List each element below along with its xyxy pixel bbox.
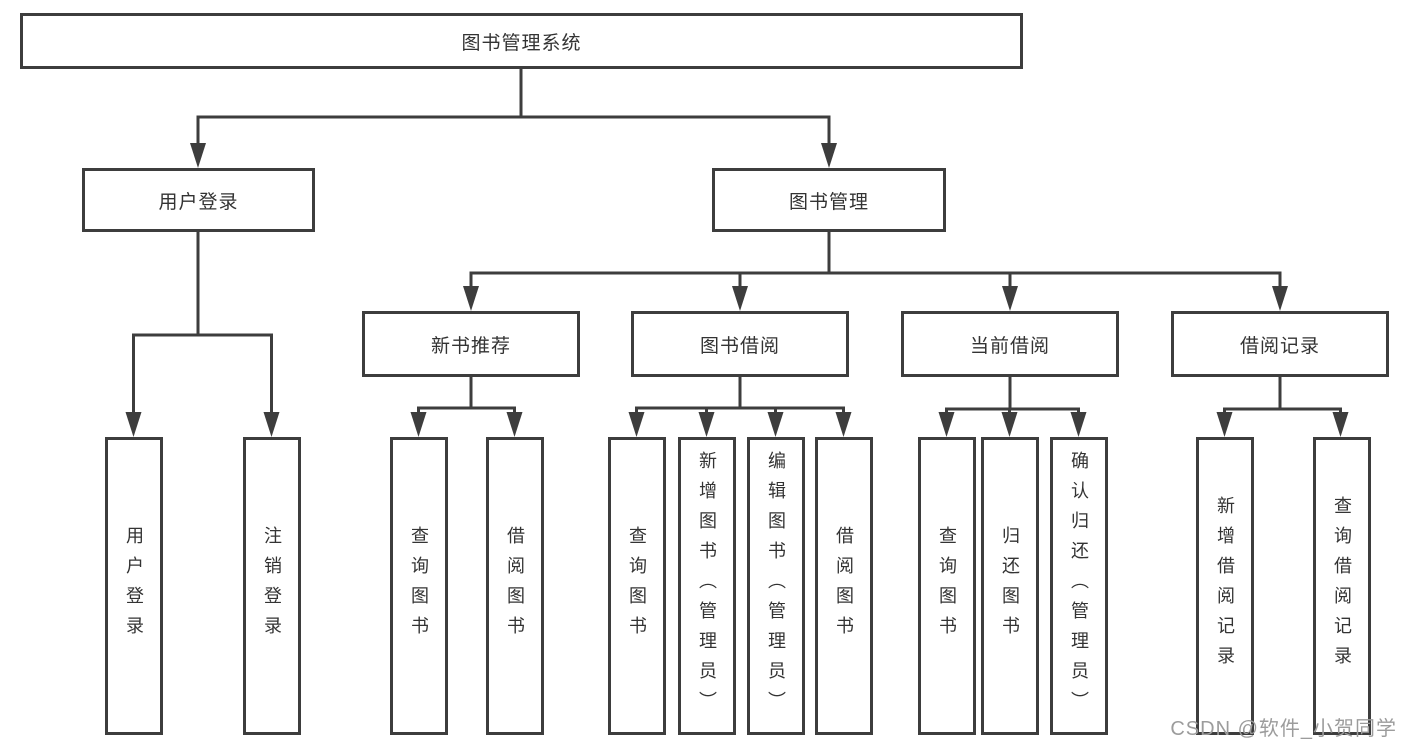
node-root-label: 图书管理系统 xyxy=(461,32,582,54)
leaf-confirm-return-admin: 确认归还（管理员） xyxy=(1050,437,1108,735)
leaf-edit-books-admin: 编辑图书（管理员） xyxy=(747,437,805,735)
leaf-query-books-recommend: 查询图书 xyxy=(390,437,448,735)
leaf-add-books-admin: 新增图书（管理员） xyxy=(678,437,736,735)
leaf-query-borrow-record: 查询借阅记录 xyxy=(1313,437,1371,735)
node-book-management: 图书管理 xyxy=(712,168,946,232)
node-root: 图书管理系统 xyxy=(20,13,1023,69)
leaf-logout: 注销登录 xyxy=(243,437,301,735)
node-book-borrow-label: 图书借阅 xyxy=(699,335,780,357)
node-borrow-records-label: 借阅记录 xyxy=(1239,335,1320,357)
leaf-query-books-current: 查询图书 xyxy=(918,437,976,735)
leaf-borrow-books: 借阅图书 xyxy=(815,437,873,735)
watermark: CSDN @软件_小贺同学 xyxy=(1170,718,1397,740)
node-borrow-records: 借阅记录 xyxy=(1171,311,1389,377)
node-current-borrow: 当前借阅 xyxy=(901,311,1119,377)
node-new-book-recommend-label: 新书推荐 xyxy=(430,335,511,357)
leaf-user-login: 用户登录 xyxy=(105,437,163,735)
node-book-borrow: 图书借阅 xyxy=(631,311,849,377)
leaf-return-books: 归还图书 xyxy=(981,437,1039,735)
node-user-login: 用户登录 xyxy=(82,168,315,232)
leaf-query-books-borrow: 查询图书 xyxy=(608,437,666,735)
node-current-borrow-label: 当前借阅 xyxy=(969,335,1050,357)
node-new-book-recommend: 新书推荐 xyxy=(362,311,580,377)
leaf-add-borrow-record: 新增借阅记录 xyxy=(1196,437,1254,735)
node-user-login-label: 用户登录 xyxy=(158,191,239,213)
node-book-management-label: 图书管理 xyxy=(788,191,869,213)
leaf-borrow-books-recommend: 借阅图书 xyxy=(486,437,544,735)
